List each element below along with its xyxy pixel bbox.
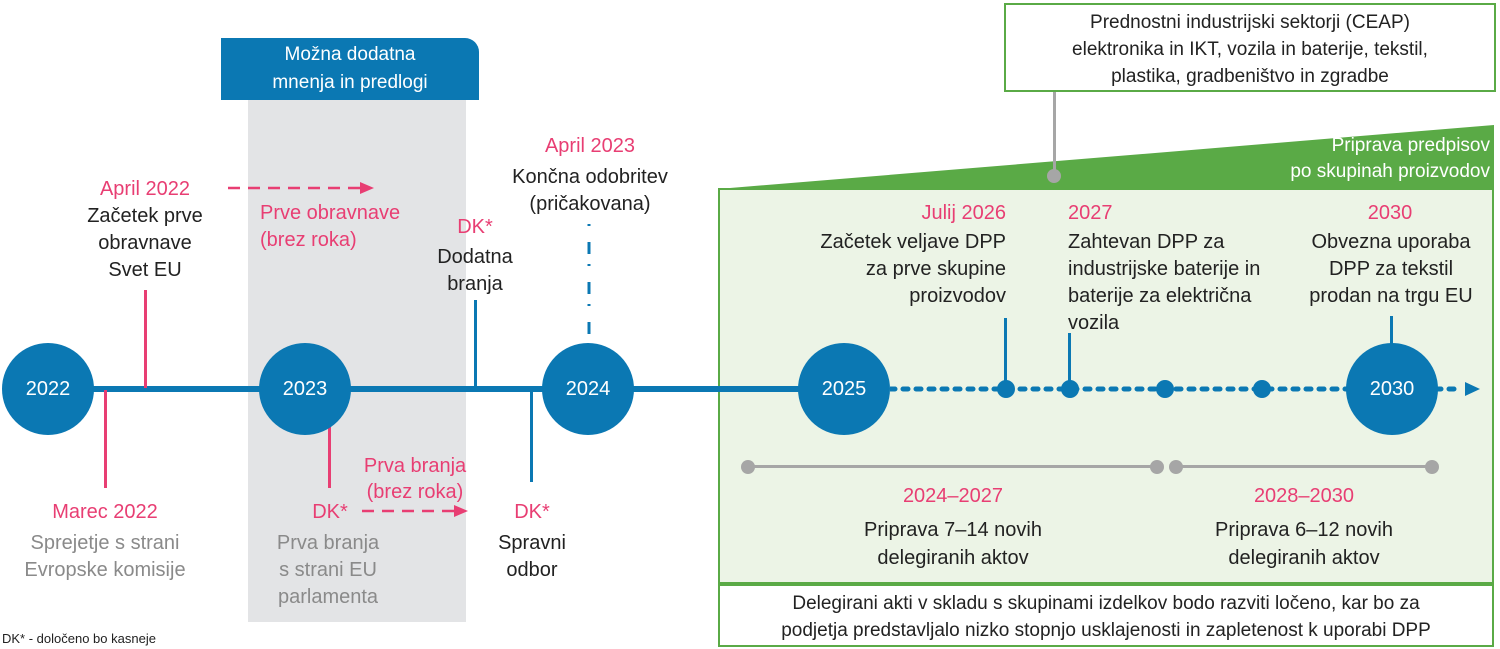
year-2030: 2030	[1346, 343, 1438, 435]
delegated-acts-note: Delegirani akti v skladu s skupinami izd…	[718, 584, 1494, 647]
first-readings-parliament-label: Prva branja (brez roka)	[363, 455, 467, 503]
tick-april-2023-dashed	[587, 224, 591, 344]
first-readings-label: Prve obravnave (brez roka)	[260, 202, 401, 251]
milestone-dot-2028	[1156, 380, 1174, 398]
sectors-connector-dot	[1047, 169, 1061, 183]
dk-first-reading-text: Prva branja s strani EU parlamenta	[276, 532, 380, 608]
period-range-2028-2030: 2028–2030	[1253, 485, 1355, 507]
period-line-2028-2030	[1176, 465, 1432, 468]
april-2023-date: April 2023	[544, 135, 636, 157]
march-2022-text: Sprejetje s strani Evropske komisije	[24, 532, 186, 581]
dk-additional-text: Dodatna branja	[437, 246, 513, 295]
period-start-dot-2028	[1169, 460, 1183, 474]
dk-first-reading-date: DK*	[312, 501, 348, 523]
milestone-dot-2027	[1061, 380, 1079, 398]
timeline-axis	[40, 386, 820, 392]
year-2030-date: 2030	[1367, 202, 1413, 224]
tick-2030	[1390, 316, 1393, 356]
tick-april-2022	[144, 290, 147, 388]
year-2024: 2024	[542, 343, 634, 435]
year-2027-date: 2027	[1068, 202, 1113, 224]
footnote: DK* - določeno bo kasneje	[2, 631, 156, 646]
tick-july-2026	[1004, 318, 1007, 388]
timeline-future-dotted	[890, 382, 1480, 396]
tick-march-2022	[104, 390, 107, 488]
priority-sectors-box: Prednostni industrijski sektorji (CEAP) …	[1004, 3, 1496, 92]
milestone-dot-july-2026	[997, 380, 1015, 398]
year-2022: 2022	[2, 343, 94, 435]
dk-additional-date: DK*	[457, 216, 493, 238]
first-readings-parliament-arrow	[362, 505, 468, 517]
july-2026-text: Začetek veljave DPP za prve skupine proi…	[820, 231, 1006, 307]
july-2026-date: Julij 2026	[921, 202, 1006, 224]
tick-dk-conciliation	[530, 390, 533, 482]
year-2025: 2025	[798, 343, 890, 435]
period-text-2028-2030: Priprava 6–12 novih delegiranih aktov	[1215, 519, 1393, 569]
period-text-2024-2027: Priprava 7–14 novih delegiranih aktov	[864, 519, 1042, 569]
april-2022-text: Začetek prve obravnave Svet EU	[87, 205, 203, 281]
optional-period-label: Možna dodatna mnenja in predlogi	[221, 38, 479, 100]
tick-2027	[1068, 333, 1071, 388]
first-readings-arrow	[228, 182, 374, 194]
regulation-prep-wedge	[718, 125, 1494, 189]
regulation-prep-label: Priprava predpisov po skupinah proizvodo…	[1290, 135, 1490, 182]
dk-conciliation-date: DK*	[514, 501, 550, 523]
period-line-2024-2027	[748, 465, 1158, 468]
period-start-dot-2024	[741, 460, 755, 474]
period-range-2024-2027: 2024–2027	[902, 485, 1004, 507]
period-end-dot-2030	[1425, 460, 1439, 474]
tick-dk-additional-reading	[474, 300, 477, 388]
dk-conciliation-text: Spravni odbor	[498, 532, 566, 581]
year-2023: 2023	[259, 343, 351, 435]
april-2023-text: Končna odobritev (pričakovana)	[512, 166, 668, 215]
milestone-dot-2029	[1253, 380, 1271, 398]
year-2030-text: Obvezna uporaba DPP za tekstil prodan na…	[1309, 231, 1473, 307]
period-end-dot-2027	[1150, 460, 1164, 474]
sectors-connector	[1053, 92, 1056, 174]
year-2027-text: Zahtevan DPP za industrijske baterije in…	[1068, 231, 1261, 334]
tick-dk-first-reading	[328, 390, 331, 488]
april-2022-date: April 2022	[99, 178, 191, 200]
march-2022-date: Marec 2022	[52, 501, 158, 523]
